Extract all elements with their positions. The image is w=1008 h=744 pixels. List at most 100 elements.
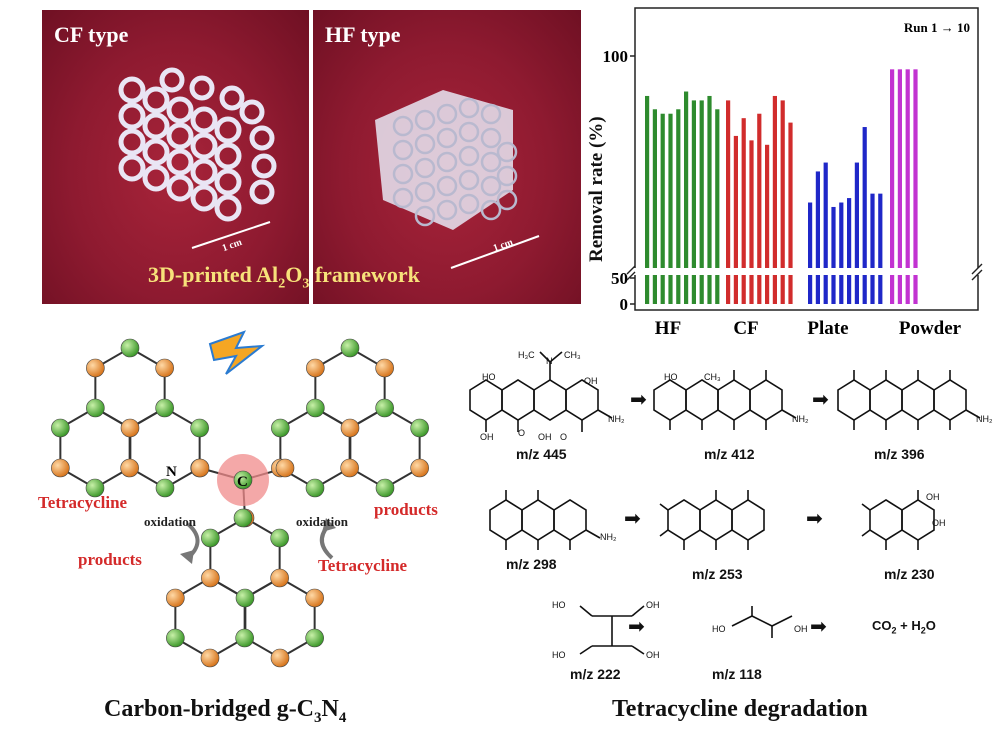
y-tick-label: 50 — [611, 269, 628, 288]
bar — [839, 202, 844, 304]
c-atom-label: C — [237, 474, 248, 490]
svg-text:NH₂: NH₂ — [608, 414, 625, 424]
mz-label: m/z 230 — [884, 566, 935, 582]
atom — [120, 458, 139, 478]
mz-label: m/z 396 — [874, 446, 925, 462]
bar — [780, 100, 785, 305]
carbon-bridged-title: Carbon-bridged g-C3N4 — [104, 696, 347, 726]
bar — [870, 193, 875, 304]
atom — [201, 568, 220, 588]
atom — [190, 418, 209, 438]
svg-text:OH: OH — [646, 600, 660, 610]
atom — [155, 478, 175, 498]
bar — [831, 206, 836, 304]
category-label: CF — [733, 318, 758, 339]
svg-text:CH₃: CH₃ — [564, 350, 581, 360]
mz-label: m/z 445 — [516, 446, 567, 462]
atom — [86, 358, 105, 378]
atom — [270, 648, 290, 668]
arrow-icon: ➡ — [806, 506, 823, 530]
atom — [166, 628, 185, 648]
svg-text:OH: OH — [926, 492, 940, 502]
bar — [757, 113, 762, 304]
bar — [788, 122, 793, 304]
atom — [201, 528, 220, 548]
tetracycline-right-label: Tetracycline — [318, 556, 408, 575]
mz-label: m/z 298 — [506, 556, 557, 572]
svg-text:H₃C: H₃C — [518, 350, 535, 360]
svg-text:OH: OH — [538, 432, 552, 442]
svg-text:NH₂: NH₂ — [976, 414, 993, 424]
bar — [660, 113, 665, 304]
bar — [676, 109, 681, 304]
products-right-label: products — [374, 500, 438, 519]
svg-text:HO: HO — [664, 372, 678, 382]
mz-label: m/z 118 — [712, 666, 762, 682]
bar — [878, 193, 883, 304]
svg-text:HO: HO — [552, 650, 566, 660]
atom — [305, 588, 324, 608]
atom — [86, 398, 105, 418]
hf-lattice-image — [375, 90, 540, 269]
svg-text:NH₂: NH₂ — [792, 414, 809, 424]
arrow-icon: ➡ — [810, 614, 827, 638]
bar — [668, 113, 673, 304]
bar — [890, 69, 895, 304]
atom — [306, 358, 325, 378]
lightning-icon — [208, 330, 266, 375]
arrow-icon: ➡ — [630, 387, 647, 411]
bar — [815, 171, 820, 304]
bar — [707, 95, 712, 305]
svg-text:HO: HO — [712, 624, 726, 634]
bar — [854, 162, 859, 304]
bar — [733, 135, 738, 304]
n-atom-label: N — [166, 464, 177, 480]
atom — [410, 418, 429, 438]
atom — [375, 398, 394, 418]
arrow-icon: ➡ — [812, 387, 829, 411]
atom — [340, 418, 360, 438]
atom — [375, 478, 395, 498]
bar — [847, 198, 852, 304]
svg-text:HO: HO — [552, 600, 566, 610]
mz-label: m/z 222 — [570, 666, 621, 682]
atom — [306, 398, 325, 418]
svg-text:OH: OH — [584, 376, 598, 386]
svg-text:OH: OH — [794, 624, 808, 634]
bar — [691, 100, 696, 305]
atom — [155, 358, 174, 378]
atom — [270, 528, 289, 548]
atom — [410, 458, 429, 478]
bar — [645, 95, 650, 305]
atom — [120, 338, 140, 358]
bar — [765, 144, 770, 304]
atom — [235, 588, 255, 608]
svg-text:OH: OH — [932, 518, 946, 528]
cf-type-photo: CF type 1 cm — [42, 10, 309, 304]
final-products: CO2 + H2O — [872, 618, 936, 636]
mz-label: m/z 253 — [692, 566, 743, 582]
bar — [808, 202, 813, 304]
degradation-title: Tetracycline degradation — [612, 696, 868, 722]
tetracycline-left-label: Tetracycline — [38, 493, 128, 512]
atom — [51, 418, 70, 438]
svg-text:N: N — [546, 356, 553, 366]
atom-n — [190, 458, 210, 478]
carbon-bridged-structure: NC — [51, 330, 429, 668]
bar — [684, 91, 689, 305]
svg-text:NH₂: NH₂ — [600, 532, 617, 542]
atom-c — [233, 470, 253, 490]
mz-label: m/z 412 — [704, 446, 755, 462]
hf-type-label: HF type — [325, 22, 401, 47]
atom — [155, 398, 174, 418]
atom — [275, 458, 295, 478]
curved-arrow-right-head — [322, 518, 336, 532]
category-label: HF — [655, 318, 681, 339]
svg-text:HO: HO — [482, 372, 496, 382]
atom — [271, 418, 290, 438]
axis-break-mark-right — [971, 263, 983, 281]
bar — [772, 95, 777, 305]
category-label: Powder — [899, 318, 962, 339]
